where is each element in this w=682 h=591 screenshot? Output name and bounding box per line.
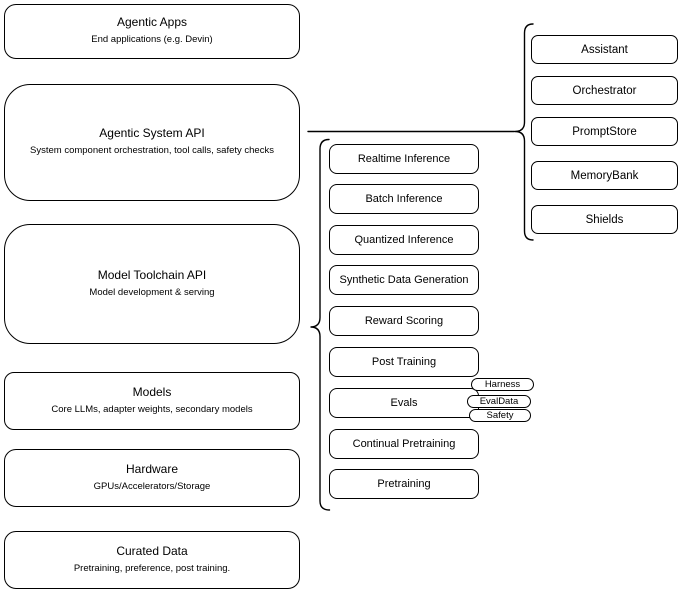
- node-hardware: Hardware GPUs/Accelerators/Storage: [4, 449, 300, 507]
- node-subtitle: Core LLMs, adapter weights, secondary mo…: [51, 403, 253, 415]
- node-subtitle: GPUs/Accelerators/Storage: [93, 480, 211, 492]
- node-title: Agentic Apps: [116, 15, 188, 30]
- node-agentic-system-api: Agentic System API System component orch…: [4, 84, 300, 201]
- toolchain-box-pretraining: Pretraining: [329, 469, 479, 499]
- system-box-orchestrator: Orchestrator: [531, 76, 678, 105]
- node-agentic-apps: Agentic Apps End applications (e.g. Devi…: [4, 4, 300, 59]
- node-models: Models Core LLMs, adapter weights, secon…: [4, 372, 300, 430]
- system-box-memorybank: MemoryBank: [531, 161, 678, 190]
- node-model-toolchain-api: Model Toolchain API Model development & …: [4, 224, 300, 344]
- toolchain-box-batch-inference: Batch Inference: [329, 184, 479, 214]
- toolchain-box-realtime-inference: Realtime Inference: [329, 144, 479, 174]
- evals-tag-evaldata: EvalData: [467, 395, 531, 408]
- system-box-promptstore: PromptStore: [531, 117, 678, 146]
- node-subtitle: Model development & serving: [89, 286, 215, 298]
- system-box-assistant: Assistant: [531, 35, 678, 64]
- toolchain-box-post-training: Post Training: [329, 347, 479, 377]
- node-subtitle: Pretraining, preference, post training.: [73, 562, 231, 574]
- node-title: Curated Data: [116, 543, 188, 558]
- toolchain-box-reward-scoring: Reward Scoring: [329, 306, 479, 336]
- evals-tag-safety: Safety: [469, 409, 531, 422]
- node-title: Models: [132, 384, 172, 399]
- node-subtitle: End applications (e.g. Devin): [91, 34, 213, 46]
- node-subtitle: System component orchestration, tool cal…: [30, 145, 274, 157]
- node-title: Model Toolchain API: [97, 267, 207, 282]
- toolchain-components-brace: [310, 138, 331, 511]
- toolchain-box-evals: Evals: [329, 388, 479, 418]
- toolchain-box-quantized-inference: Quantized Inference: [329, 225, 479, 255]
- node-title: Agentic System API: [99, 126, 205, 141]
- node-title: Hardware: [125, 461, 179, 476]
- system-box-shields: Shields: [531, 205, 678, 234]
- toolchain-box-synthetic-data-generation: Synthetic Data Generation: [329, 265, 479, 295]
- evals-tag-harness: Harness: [471, 378, 534, 391]
- toolchain-box-continual-pretraining: Continual Pretraining: [329, 429, 479, 459]
- node-curated-data: Curated Data Pretraining, preference, po…: [4, 531, 300, 589]
